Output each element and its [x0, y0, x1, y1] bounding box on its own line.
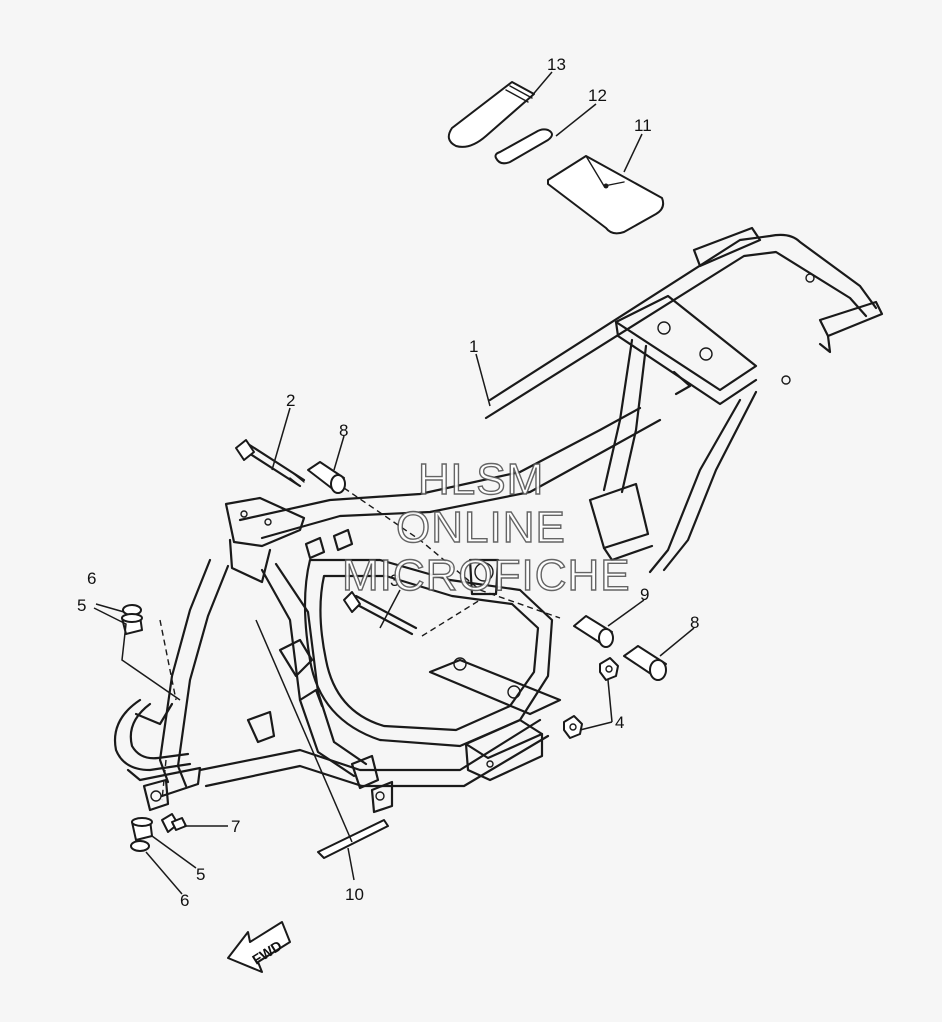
assembly-lines — [159, 487, 561, 801]
part-8-collar-upper — [307, 461, 346, 494]
callout-10: 10 — [345, 885, 364, 904]
watermark-line-1: HLSM — [418, 455, 544, 504]
part-7-fitting — [161, 813, 187, 833]
callout-13: 13 — [547, 55, 566, 74]
callout-1: 1 — [469, 337, 478, 356]
callout-8-lower: 8 — [690, 613, 699, 632]
part-13-label — [447, 81, 535, 148]
part-11-tool-bag — [547, 155, 665, 235]
part-1-frame — [113, 226, 884, 814]
part-2-bolt — [235, 439, 306, 488]
part-4-nut-lower — [563, 715, 583, 739]
fwd-direction-arrow: FWD — [227, 921, 291, 973]
callout-8-upper: 8 — [339, 421, 348, 440]
watermark-line-3: MICROFICHE — [342, 551, 631, 600]
callouts: 13 12 11 1 2 8 3 9 8 4 6 5 7 5 6 10 — [77, 55, 699, 910]
callout-9: 9 — [640, 585, 649, 604]
callout-3: 3 — [390, 571, 399, 590]
callout-7: 7 — [231, 817, 240, 836]
part-5-damper-upper — [121, 613, 143, 635]
callout-5-upper: 5 — [77, 596, 86, 615]
callout-5-lower: 5 — [196, 865, 205, 884]
part-3-bolt — [343, 591, 418, 636]
part-4-nut-upper — [599, 657, 619, 681]
callout-4: 4 — [615, 713, 624, 732]
leader-lines — [93, 71, 695, 895]
callout-2: 2 — [286, 391, 295, 410]
watermark-line-2: ONLINE — [396, 503, 566, 552]
callout-11: 11 — [634, 116, 652, 135]
part-5-damper-lower — [131, 817, 153, 841]
callout-6-lower: 6 — [180, 891, 189, 910]
part-9-collar — [573, 615, 614, 648]
part-8-collar-lower — [623, 645, 667, 681]
part-10-plate — [317, 819, 389, 859]
part-6-ring-lower — [130, 840, 150, 852]
callout-12: 12 — [588, 86, 607, 105]
callout-6-upper: 6 — [87, 569, 96, 588]
part-12-band — [494, 128, 553, 165]
watermark: HLSM ONLINE MICROFICHE — [341, 454, 631, 600]
